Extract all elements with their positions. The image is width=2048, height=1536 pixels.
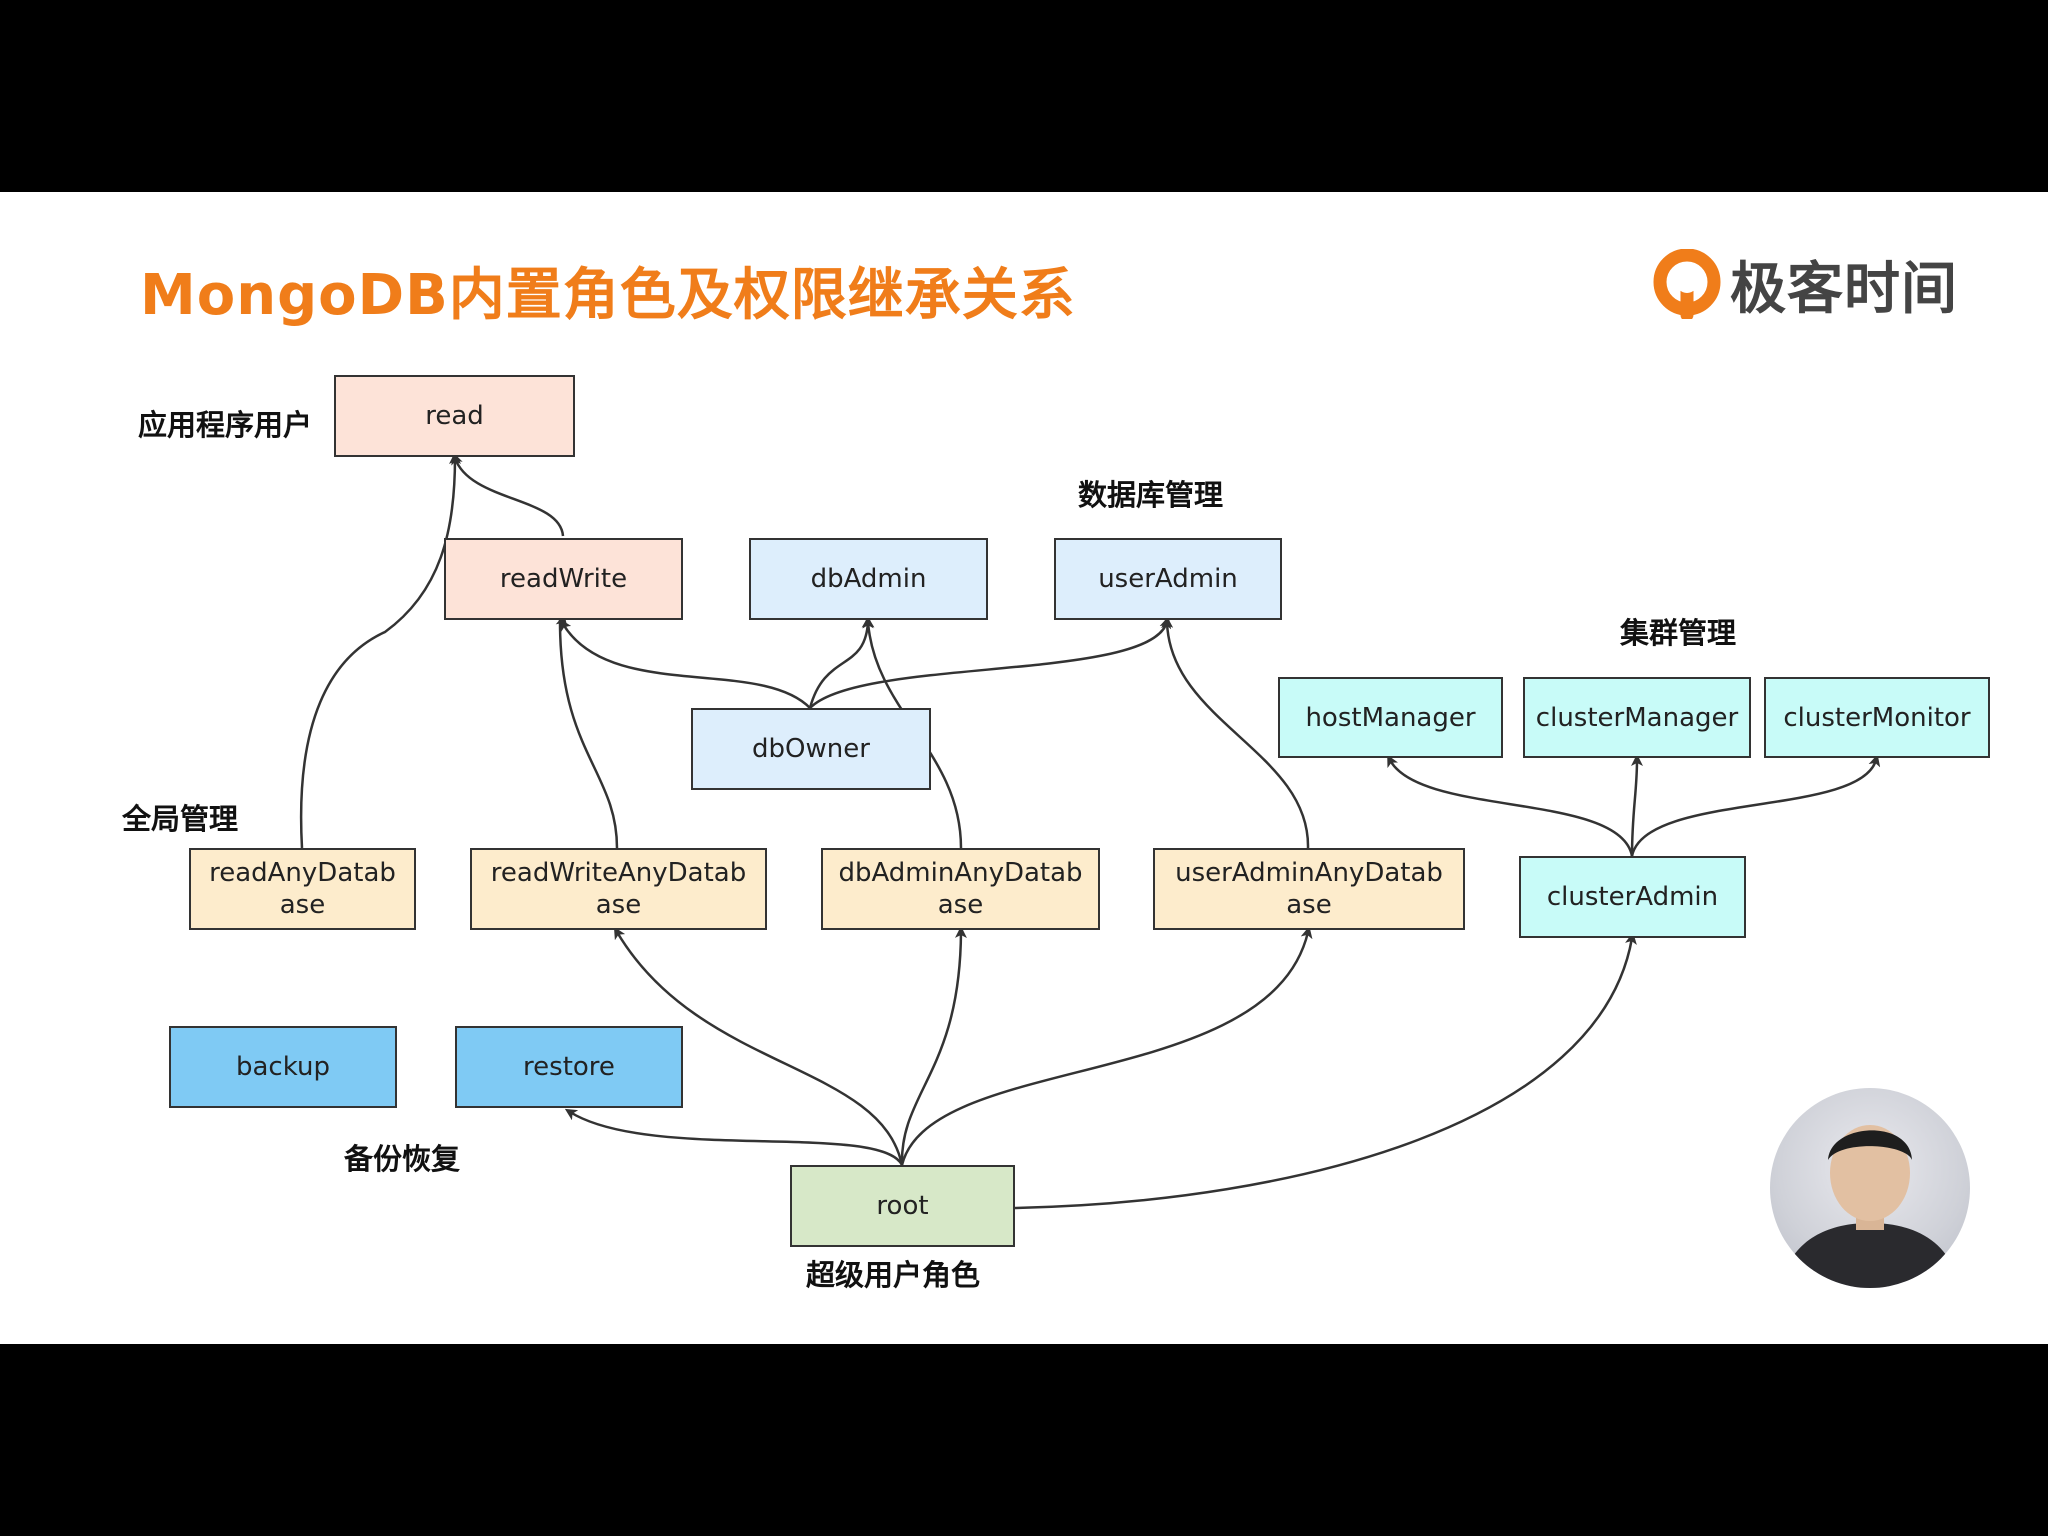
- edge-dbOwner-dbAdmin: [808, 616, 874, 709]
- node-root-label: root: [876, 1191, 929, 1221]
- label-app-user: 应用程序用户: [138, 408, 313, 442]
- presenter-video: [1770, 1088, 1970, 1288]
- node-backup: backup: [169, 1026, 397, 1108]
- node-backup-label: backup: [236, 1052, 330, 1082]
- edge-root-userAdminAnyDatabase: [900, 926, 1313, 1166]
- node-clusterManager: clusterManager: [1523, 677, 1751, 758]
- label-cluster: 集群管理: [1620, 616, 1737, 650]
- node-dbOwner-label: dbOwner: [752, 734, 870, 764]
- node-clusterAdmin-label: clusterAdmin: [1546, 882, 1719, 912]
- node-readAnyDatabase: readAnyDatabase: [189, 848, 416, 930]
- node-read-label: read: [425, 401, 484, 431]
- geektime-logo: 极客时间: [1652, 244, 1958, 324]
- label-backup: 备份恢复: [344, 1142, 461, 1176]
- node-readWrite-label: readWrite: [499, 564, 628, 594]
- edge-clusterAdmin-clusterMonitor: [1630, 754, 1881, 857]
- presenter-image: [1780, 1125, 1960, 1288]
- edge-root-clusterAdmin: [1014, 932, 1637, 1210]
- node-clusterMonitor-label: clusterMonitor: [1783, 702, 1971, 733]
- node-dbOwner: dbOwner: [691, 708, 931, 790]
- node-userAdmin-label: userAdmin: [1098, 564, 1238, 594]
- edge-clusterAdmin-clusterManager: [1630, 754, 1643, 857]
- node-readAnyDatabase-label: readAnyDatabase: [209, 858, 396, 920]
- node-userAdminAnyDatabase-label: userAdminAnyDatabase: [1175, 858, 1443, 920]
- edge-root-dbAdminAnyDatabase: [900, 926, 967, 1166]
- edge-userAdminAnyDatabase-userAdmin: [1161, 616, 1310, 849]
- edge-root-readWriteAnyDatabase: [613, 926, 904, 1166]
- node-dbAdmin-label: dbAdmin: [810, 564, 927, 594]
- edge-readAnyDatabase-read: [299, 452, 461, 849]
- label-super: 超级用户角色: [806, 1258, 981, 1292]
- node-clusterManager-label: clusterManager: [1535, 702, 1739, 733]
- edge-root-restore: [564, 1108, 904, 1166]
- node-clusterMonitor: clusterMonitor: [1764, 677, 1990, 758]
- edge-readWrite-read: [451, 452, 565, 537]
- node-readWriteAnyDatabase: readWriteAnyDatabase: [470, 848, 767, 930]
- node-restore-label: restore: [523, 1052, 615, 1082]
- node-hostManager-label: hostManager: [1305, 702, 1476, 733]
- node-dbAdminAnyDatabase: dbAdminAnyDatabase: [821, 848, 1100, 930]
- node-root: root: [790, 1165, 1015, 1247]
- node-userAdmin: userAdmin: [1054, 538, 1282, 620]
- node-userAdminAnyDatabase: userAdminAnyDatabase: [1153, 848, 1465, 930]
- node-dbAdmin: dbAdmin: [749, 538, 988, 620]
- node-restore: restore: [455, 1026, 683, 1108]
- label-global: 全局管理: [122, 802, 239, 836]
- slide: MongoDB内置角色及权限继承关系 极客时间 应用程序用户: [0, 192, 2048, 1344]
- slide-title: MongoDB内置角色及权限继承关系: [140, 263, 1076, 328]
- edge-clusterAdmin-hostManager: [1387, 754, 1634, 857]
- logo-text: 极客时间: [1730, 256, 1958, 322]
- inheritance-edges: [299, 452, 1881, 1210]
- label-db-admin: 数据库管理: [1078, 478, 1224, 512]
- node-clusterAdmin: clusterAdmin: [1519, 856, 1746, 938]
- node-read: read: [334, 375, 575, 457]
- node-readWrite: readWrite: [444, 538, 683, 620]
- edge-dbOwner-readWrite: [559, 618, 811, 709]
- node-dbAdminAnyDatabase-label: dbAdminAnyDatabase: [838, 858, 1083, 920]
- geektime-logo-icon: [1653, 249, 1721, 319]
- edge-dbOwner-userAdmin: [809, 616, 1172, 709]
- node-hostManager: hostManager: [1278, 677, 1503, 758]
- node-readWriteAnyDatabase-label: readWriteAnyDatabase: [490, 858, 747, 920]
